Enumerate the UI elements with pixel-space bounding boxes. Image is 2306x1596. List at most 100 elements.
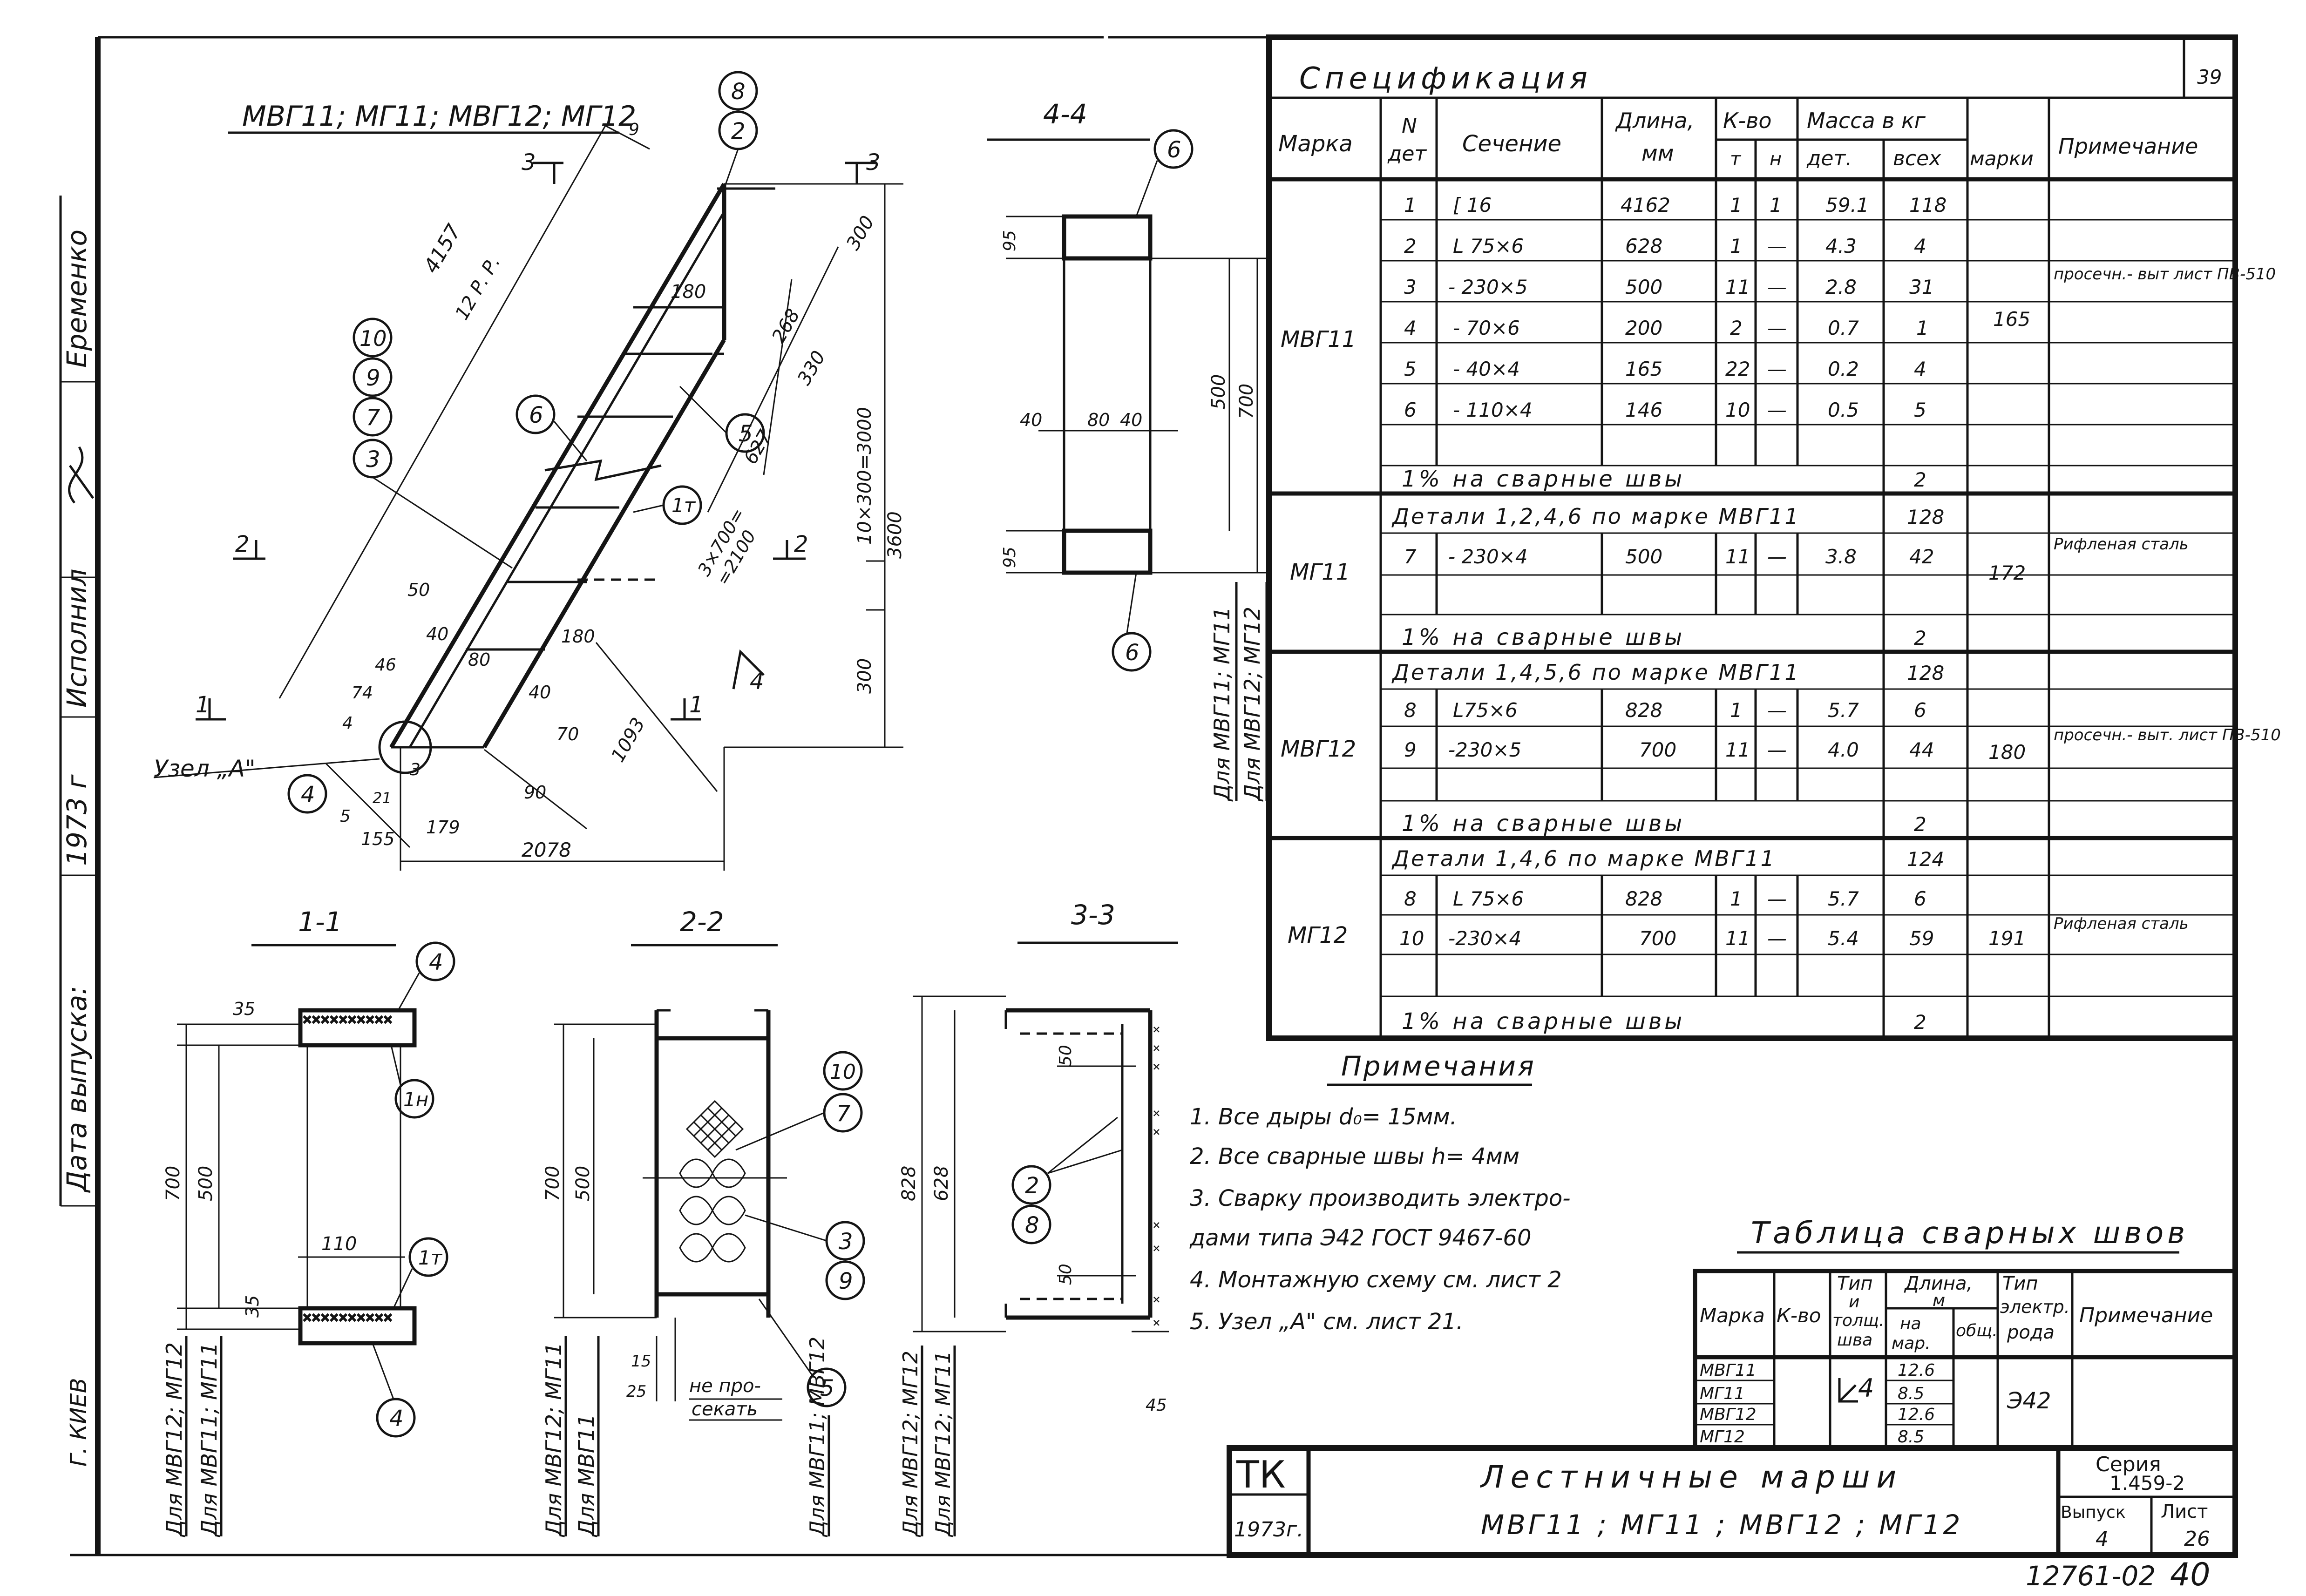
svg-text:1: 1 [1916, 317, 1929, 339]
spec-g3-row-1: 8 L75×6 828 1 — 5.7 6 [1404, 699, 1926, 722]
cut-mark-3a: 3 [522, 149, 536, 176]
svg-text:4: 4 [1914, 358, 1926, 380]
svg-text:11: 11 [1725, 738, 1750, 761]
svg-text:4: 4 [1914, 235, 1926, 257]
svg-text:9: 9 [1404, 738, 1417, 761]
section-4-4-dim-500: 500 [1208, 374, 1229, 410]
weld-header-on-mark: на [1900, 1314, 1921, 1333]
margin-label-issue-date: Дата выпуска: [61, 986, 93, 1193]
svg-text:146: 146 [1625, 399, 1662, 421]
svg-text:×: × [1153, 1240, 1160, 1256]
svg-text:—: — [1767, 235, 1787, 257]
spec-g3-welds: 1% на сварные швы [1402, 811, 1685, 837]
weld-row-3-mark: МВГ12 [1700, 1405, 1757, 1424]
spec-g2-header-line: Детали 1,2,4,6 по марке МВГ11 [1391, 504, 1800, 529]
svg-text:L75×6: L75×6 [1453, 699, 1518, 722]
dim-300-bottom: 300 [854, 658, 875, 694]
weld-row-4-mark: МГ12 [1700, 1427, 1745, 1447]
svg-text:- 40×4: - 40×4 [1453, 358, 1520, 380]
svg-text:2: 2 [1404, 235, 1417, 257]
svg-text:0.5: 0.5 [1828, 399, 1859, 421]
title-year: 1973г. [1234, 1518, 1303, 1542]
svg-text:—: — [1767, 545, 1787, 568]
svg-text:8: 8 [1404, 699, 1417, 722]
section-1-1-callout-1n: 1н [403, 1088, 428, 1111]
title-org: ТК [1236, 1453, 1286, 1496]
svg-text:×: × [1153, 1059, 1160, 1074]
weld-header-on-mark2: мар. [1892, 1334, 1931, 1353]
svg-text:6: 6 [1914, 887, 1926, 910]
section-1-1-dim-35b: 35 [242, 1295, 263, 1318]
title-series-label: Серия [2096, 1453, 2161, 1476]
spec-g3-mark: МВГ12 [1281, 736, 1356, 762]
svg-text:11: 11 [1725, 545, 1750, 568]
weld-header-type2: и [1849, 1292, 1859, 1312]
svg-text:628: 628 [1625, 235, 1662, 257]
section-4-4-callout-6a: 6 [1167, 137, 1181, 163]
margin-label-name: Еременко [61, 230, 93, 368]
svg-text:5.7: 5.7 [1828, 699, 1859, 722]
title-sheet: 26 [2184, 1527, 2210, 1551]
svg-text:—: — [1767, 699, 1787, 722]
svg-text:—: — [1767, 399, 1787, 421]
dim-46: 46 [375, 656, 396, 675]
cut-mark-2b: 2 [794, 531, 808, 557]
svg-text:31: 31 [1909, 276, 1934, 298]
spec-header-qty-t: т [1730, 149, 1742, 170]
section-4-4-dim-40a: 40 [1020, 410, 1042, 430]
dim-9: 9 [629, 120, 639, 139]
section-2-2-note-2: секать [692, 1399, 758, 1420]
spec-header-num: N [1402, 114, 1417, 138]
spec-g1-row-4: 4 - 70×6 200 2 — 0.7 1 [1404, 317, 1929, 339]
section-4-4-side-label-2: Для МВГ12; МГ12 [1240, 607, 1265, 802]
section-4-4-dim-80: 80 [1087, 410, 1110, 430]
title-name-1: Лестничные марши [1480, 1459, 1903, 1495]
spec-g1-welds: 1% на сварные швы [1402, 466, 1685, 492]
main-view: МВГ11; МГ11; МВГ12; МГ12 [153, 71, 906, 871]
svg-text:22: 22 [1725, 358, 1750, 380]
title-name-2: МВГ11 ; МГ11 ; МВГ12 ; МГ12 [1481, 1509, 1963, 1541]
callout-6: 6 [529, 402, 543, 428]
section-3-3-dim-45: 45 [1146, 1396, 1167, 1415]
svg-text:-230×4: -230×4 [1448, 927, 1521, 950]
section-3-3-title: 3-3 [1071, 899, 1115, 931]
dim-155: 155 [361, 829, 395, 849]
margin-label-executed: Исполнил [61, 569, 93, 708]
note-1: 1. Все дыры d₀= 15мм. [1190, 1104, 1457, 1130]
section-1-1-dim-110: 110 [321, 1233, 357, 1255]
callout-7: 7 [366, 405, 380, 431]
svg-text:0.7: 0.7 [1828, 317, 1859, 339]
dim-179: 179 [426, 817, 460, 838]
section-2-2-dim-25: 25 [626, 1382, 646, 1401]
spec-g3-mass-mark: 180 [1988, 741, 2026, 764]
svg-text:×: × [1153, 1021, 1160, 1037]
spec-header-mass-mark: марки [1970, 147, 2034, 170]
weld-header-length: Длина, [1904, 1273, 1973, 1294]
margin-label-year: 1973 г [61, 774, 93, 866]
svg-text:4162: 4162 [1621, 194, 1670, 216]
spec-g2-mark: МГ11 [1290, 559, 1350, 585]
svg-text:7: 7 [1404, 545, 1417, 568]
weld-table: Таблица сварных швов Марка К-во Тип и то… [1693, 1216, 2238, 1450]
dim-50: 50 [407, 580, 430, 600]
spec-header-mass: Масса в кг [1807, 108, 1926, 133]
svg-text:2: 2 [1730, 317, 1743, 339]
cut-mark-4: 4 [750, 669, 764, 695]
spec-g1-mass-mark: 165 [1993, 308, 2030, 331]
notes-block: Примечания 1. Все дыры d₀= 15мм. 2. Все … [1189, 1050, 1571, 1335]
dim-1093: 1093 [607, 714, 650, 766]
section-3-3-dim-50a: 50 [1056, 1045, 1075, 1066]
callout-5: 5 [739, 421, 753, 447]
section-1-1-side-label-1: Для МВГ12; МГ12 [162, 1342, 187, 1537]
spec-g4-row-1: 8 L 75×6 828 1 — 5.7 6 [1404, 887, 1926, 910]
title-block: ТК 1973г. Лестничные марши МВГ11 ; МГ11 … [1227, 1445, 2238, 1558]
svg-text:700: 700 [1639, 927, 1676, 950]
spec-header-length2: мм [1641, 141, 1674, 166]
note-5: 5. Узел „А" см. лист 21. [1190, 1309, 1463, 1335]
svg-text:1: 1 [1730, 194, 1743, 216]
svg-text:- 70×6: - 70×6 [1453, 317, 1520, 339]
section-2-2-callout-10: 10 [830, 1060, 856, 1084]
svg-text:1: 1 [1404, 194, 1417, 216]
svg-text:1: 1 [1730, 235, 1743, 257]
spec-header-mass-all: всех [1893, 147, 1941, 170]
